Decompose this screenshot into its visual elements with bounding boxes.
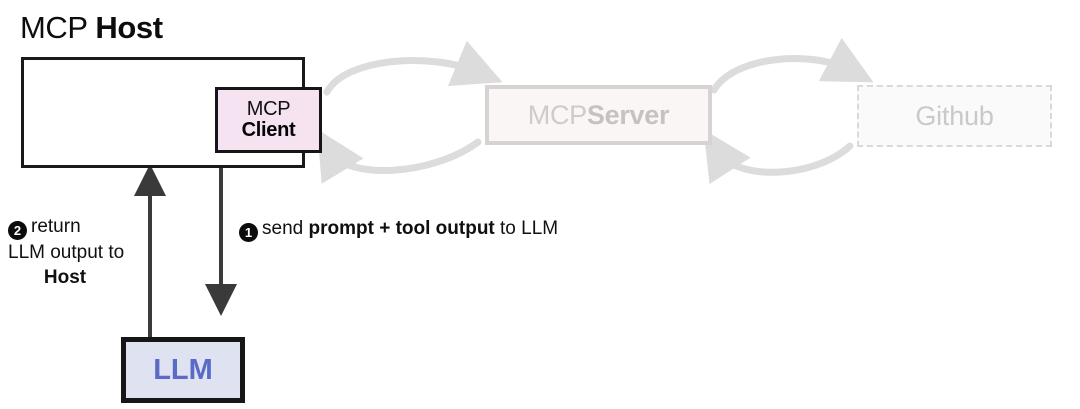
node-mcp-client-line1: MCP (246, 98, 291, 121)
page-title-bold: Host (95, 10, 163, 45)
node-mcp-server: MCP Server (485, 85, 712, 145)
step-1-part-3: to LLM (494, 218, 559, 239)
step-2-line1: return (31, 216, 81, 237)
connector-github-to-server (703, 129, 854, 185)
node-mcp-client: MCP Client (215, 87, 322, 153)
node-mcp-server-label-regular: MCP (527, 99, 587, 130)
step-2-line2: LLM output to (8, 242, 125, 263)
page-title-regular: MCP (20, 10, 96, 45)
node-llm-label: LLM (153, 353, 213, 386)
step-2-line3: Host (43, 267, 87, 289)
page-title: MCP Host (20, 10, 163, 46)
node-llm: LLM (121, 337, 245, 403)
step-1-part-2: prompt + tool output (308, 218, 495, 239)
node-mcp-server-label-bold: Server (586, 99, 670, 130)
step-1-badge: 1 (239, 223, 258, 242)
node-mcp-client-line2: Client (241, 119, 296, 141)
step-2-badge: 2 (8, 221, 27, 240)
connector-server-to-github (710, 37, 874, 94)
step-1-part-1: send (262, 218, 309, 239)
node-github-label: Github (915, 100, 994, 131)
connector-server-to-client (317, 129, 482, 184)
node-github: Github (857, 85, 1052, 147)
connector-client-to-server (323, 40, 503, 96)
